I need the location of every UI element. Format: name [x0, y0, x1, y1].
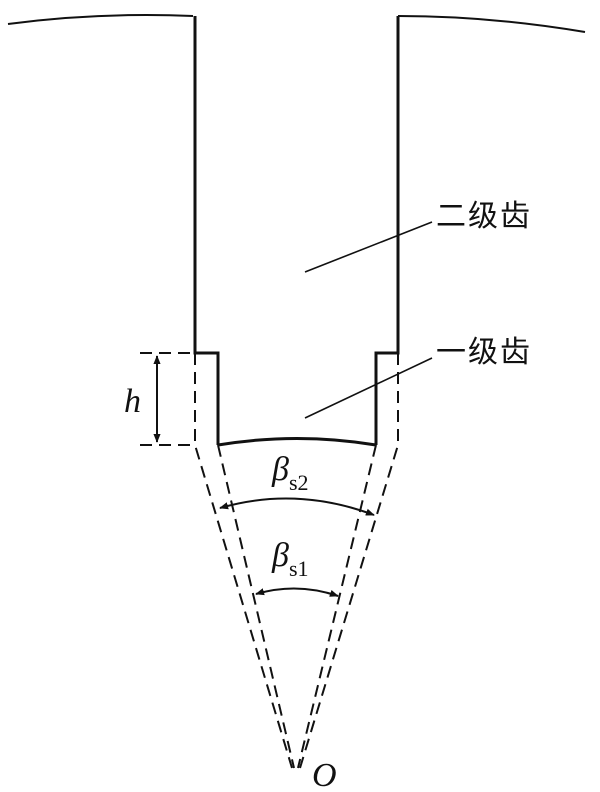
secondary-tooth-label: 二级齿 — [436, 199, 532, 234]
height-label: h — [124, 383, 141, 420]
primary-tooth-bottom-arc — [217, 437, 377, 447]
primary-tooth-leader — [304, 357, 433, 419]
origin-label: O — [312, 757, 337, 792]
primary-tooth-label: 一级齿 — [436, 335, 532, 370]
dashed-radial-inner-left — [217, 444, 295, 769]
secondary-tooth-leader — [304, 221, 433, 273]
secondary-tooth-outline-left — [193, 16, 220, 445]
outer-arc-right — [397, 15, 586, 33]
beta-s1-arc — [255, 587, 339, 597]
dashed-radial-outer-right — [299, 353, 399, 769]
beta-s1-label: βs1 — [271, 537, 309, 581]
outer-arc-left — [7, 14, 194, 25]
beta-s2-label: βs2 — [271, 451, 309, 495]
dashed-radial-outer-left — [194, 353, 293, 769]
dashed-radial-inner-right — [297, 444, 377, 769]
beta-s2-arc — [219, 497, 375, 516]
secondary-tooth-outline-right — [374, 16, 400, 445]
